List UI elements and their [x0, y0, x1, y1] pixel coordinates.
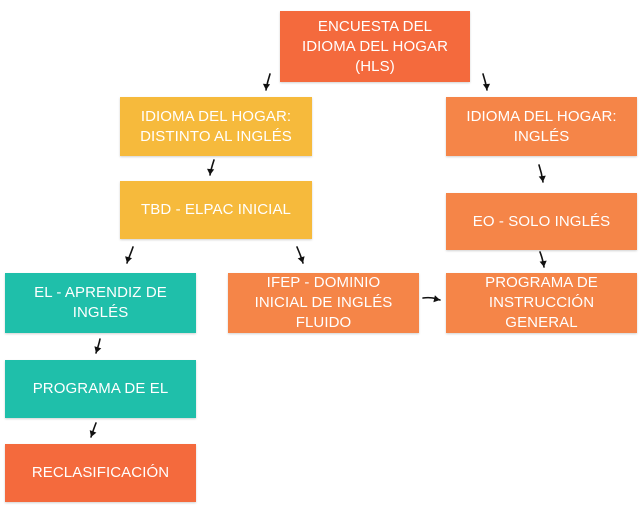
node-hls-line-3: (HLS) — [355, 57, 395, 75]
node-ingles-line-1: IDIOMA DEL HOGAR: — [466, 107, 617, 125]
node-hls-line-1: ENCUESTA DEL — [317, 17, 433, 35]
node-english-learner: EL - APRENDIZ DE INGLÉS — [5, 273, 196, 333]
node-ifep-line-2: INICIAL DE INGLÉS — [254, 294, 393, 311]
node-ifep-initial-fluent: IFEP - DOMINIO INICIAL DE INGLÉS FLUIDO — [228, 273, 419, 333]
arrow-hls-to-ingles — [482, 73, 491, 91]
node-programa-el-line-1: PROGRAMA DE EL — [32, 380, 169, 397]
arrow-ifep-to-programa-general — [422, 295, 441, 303]
arrow-tbd-to-ifep — [296, 246, 305, 264]
node-tbd-line-1: TBD - ELPAC INICIAL — [141, 201, 291, 218]
node-ingles-line-2: INGLÉS — [513, 127, 570, 145]
arrow-el-to-programa-el — [94, 338, 102, 354]
node-ifep-line-1: IFEP - DOMINIO — [266, 274, 381, 291]
node-home-language-english: IDIOMA DEL HOGAR: INGLÉS — [446, 97, 637, 156]
node-tbd-initial-elpac: TBD - ELPAC INICIAL — [120, 181, 312, 239]
node-el-line-1: EL - APRENDIZ DE — [34, 284, 167, 301]
node-programa-general-line-1: PROGRAMA DE — [485, 274, 598, 291]
arrow-distinto-to-tbd — [207, 159, 215, 176]
node-distinto-line-2: DISTINTO AL INGLÉS — [140, 127, 292, 145]
node-programa-general-line-2: INSTRUCCIÓN — [488, 294, 595, 311]
arrow-ingles-to-eo — [538, 164, 546, 183]
arrow-tbd-to-el — [125, 246, 134, 264]
node-general-instruction-program: PROGRAMA DE INSTRUCCIÓN GENERAL — [446, 273, 637, 333]
node-programa-general-line-3: GENERAL — [505, 314, 578, 331]
node-ifep-line-3: FLUIDO — [295, 314, 352, 331]
arrow-eo-to-programa-general — [539, 251, 547, 268]
node-distinto-line-1: IDIOMA DEL HOGAR: — [140, 107, 292, 125]
node-reclassification: RECLASIFICACIÓN — [5, 444, 196, 502]
arrow-hls-to-distinto — [262, 73, 271, 91]
node-el-program: PROGRAMA DE EL — [5, 360, 196, 418]
node-reclasificacion-line-1: RECLASIFICACIÓN — [31, 464, 170, 481]
node-english-only: EO - SOLO INGLÉS — [446, 193, 637, 250]
node-hls-line-2: IDIOMA DEL HOGAR — [301, 37, 449, 55]
node-home-language-survey: ENCUESTA DEL IDIOMA DEL HOGAR (HLS) — [280, 11, 470, 82]
node-home-language-other: IDIOMA DEL HOGAR: DISTINTO AL INGLÉS — [120, 97, 312, 156]
node-eo-line-1: EO - SOLO INGLÉS — [472, 212, 611, 230]
arrow-programa-el-to-reclasificacion — [89, 422, 97, 438]
node-el-line-2: INGLÉS — [72, 304, 129, 321]
